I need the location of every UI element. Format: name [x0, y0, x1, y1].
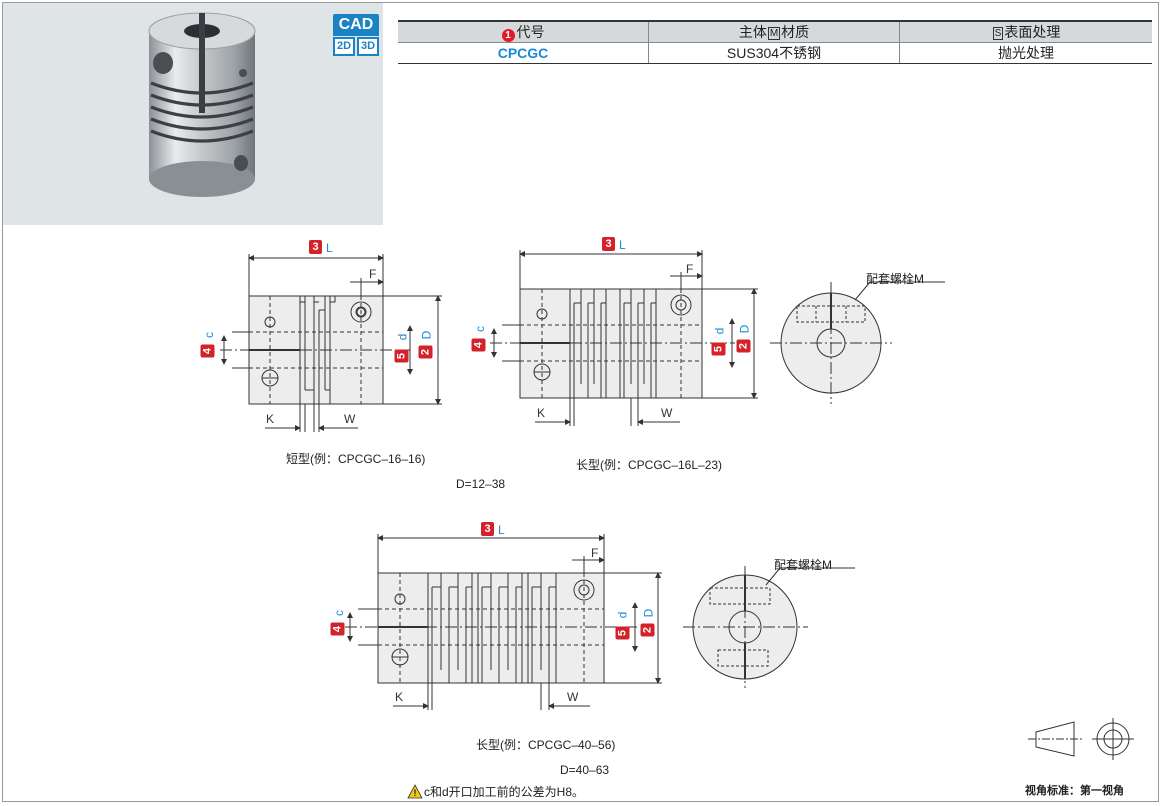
svg-text:!: !	[414, 788, 417, 798]
cad-3d-label[interactable]: 3D	[357, 37, 379, 56]
product-photo-panel: CAD 2D 3D	[3, 3, 383, 225]
header-material-pre: 主体	[738, 24, 767, 40]
coupling-photo	[148, 12, 256, 197]
badge-2: 2	[418, 345, 433, 359]
dim-K-label: K	[266, 412, 275, 426]
cell-surface: 抛光处理	[899, 42, 1152, 64]
dim-L-label: L	[498, 523, 505, 537]
dim-F-label: F	[686, 262, 694, 276]
caption-long-type-2: 长型(例：CPCGC–40–56)	[476, 738, 616, 752]
badge-4: 4	[200, 344, 215, 358]
dim-L-label: L	[326, 241, 333, 255]
header-code-label: 代号	[516, 24, 545, 40]
badge-2: 2	[640, 623, 655, 637]
long-type-drawing-1	[490, 250, 758, 426]
surface-s-box: S	[992, 27, 1004, 40]
dim-D-label: D	[641, 608, 656, 618]
dim-D-label: D	[737, 324, 752, 334]
badge-5: 5	[394, 349, 409, 363]
cell-code: CPCGC	[398, 42, 649, 64]
end-view-2	[683, 566, 855, 688]
header-surface-label: 表面处理	[1004, 24, 1061, 40]
dim-F-label: F	[591, 546, 599, 560]
dim-K-label: K	[537, 406, 546, 420]
badge-5: 5	[711, 342, 726, 356]
end-view-1	[770, 281, 945, 404]
tolerance-note: c和d开口加工前的公差为H8。	[424, 785, 585, 799]
dim-F-label: F	[369, 267, 377, 281]
range-long-type-1: D=12–38	[456, 477, 506, 491]
short-type-drawing	[220, 254, 442, 432]
badge-3: 3	[602, 237, 615, 251]
spec-table-row: CPCGC SUS304不锈钢 抛光处理	[398, 42, 1152, 64]
dim-L-label: L	[619, 238, 626, 252]
number-1-badge: 1	[501, 29, 515, 42]
bolt-label-1: 配套螺栓M	[866, 272, 924, 286]
badge-4: 4	[471, 338, 486, 352]
dim-W-label: W	[344, 412, 356, 426]
badge-3: 3	[309, 240, 322, 254]
badge-4: 4	[330, 622, 345, 636]
dim-d-label: d	[712, 327, 727, 335]
dim-c-label: c	[473, 326, 487, 332]
cell-material: SUS304不锈钢	[648, 42, 900, 64]
cad-label: CAD	[333, 14, 379, 36]
dim-c-label: c	[202, 332, 216, 338]
projection-label: 视角标准：第一视角	[1025, 785, 1124, 797]
dim-D-label: D	[419, 330, 434, 340]
range-long-type-2: D=40–63	[560, 763, 610, 777]
long-type-drawing-2	[345, 534, 662, 710]
dim-K-label: K	[395, 690, 404, 704]
header-material-post: 材质	[781, 24, 810, 40]
badge-3: 3	[481, 522, 494, 536]
dim-W-label: W	[567, 690, 579, 704]
dim-c-label: c	[332, 610, 346, 616]
badge-5: 5	[615, 626, 630, 640]
caption-long-type-1: 长型(例：CPCGC–16L–23)	[576, 458, 723, 472]
cad-2d-label[interactable]: 2D	[333, 37, 355, 56]
caption-short-type: 短型(例：CPCGC–16–16)	[286, 452, 426, 466]
warning-icon: !	[407, 784, 423, 799]
dim-W-label: W	[661, 406, 673, 420]
material-m-box: M	[767, 27, 781, 40]
dim-d-label: d	[395, 333, 410, 341]
bolt-label-2: 配套螺栓M	[774, 558, 832, 572]
first-angle-projection-symbol	[1028, 718, 1134, 760]
cad-badge[interactable]: CAD 2D 3D	[333, 14, 379, 58]
dim-d-label: d	[615, 611, 630, 619]
badge-2: 2	[736, 339, 751, 353]
